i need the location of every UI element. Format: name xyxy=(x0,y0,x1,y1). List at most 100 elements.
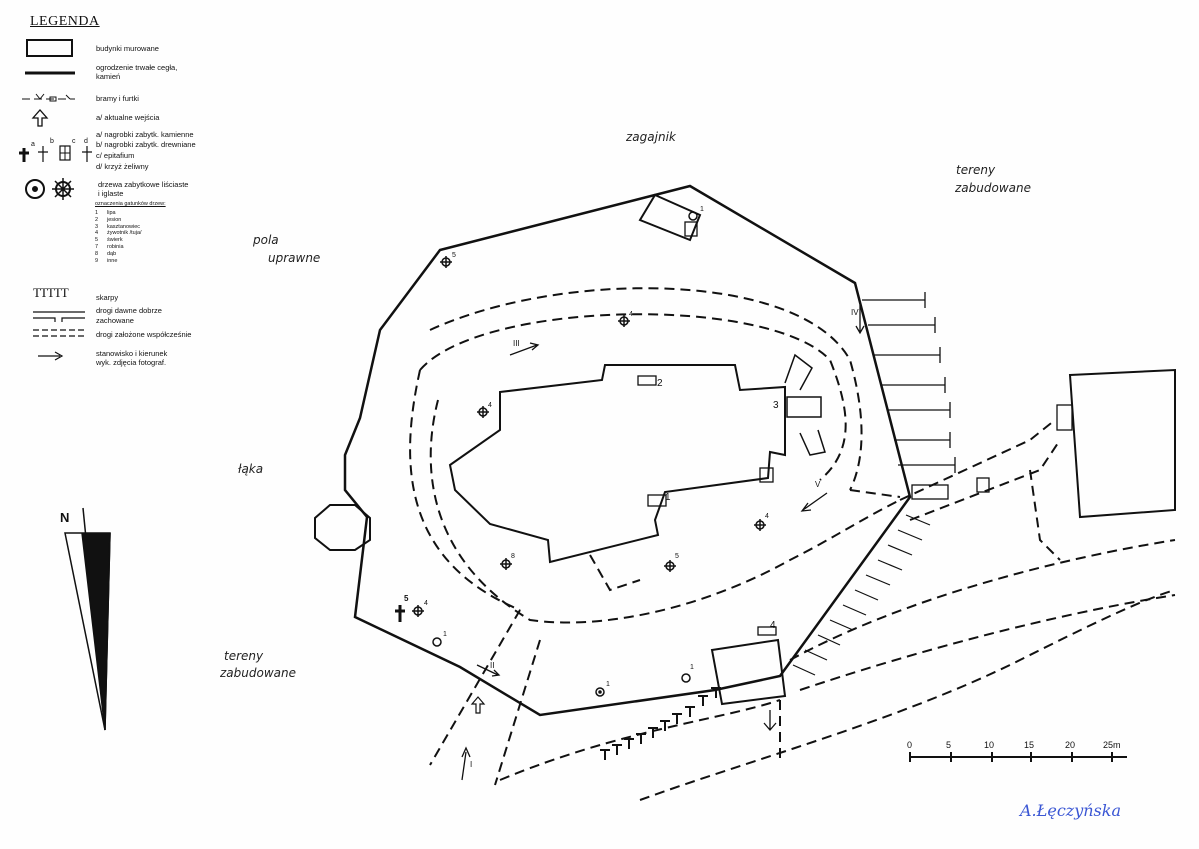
church-annex xyxy=(784,353,813,391)
photo-label: II xyxy=(490,661,495,670)
legend-escarpment: skarpy xyxy=(96,293,119,302)
label-tereny-ne-2: zabudowane xyxy=(955,181,1031,195)
label-tereny-ne-1: tereny xyxy=(956,163,996,177)
gates xyxy=(637,221,1073,636)
photo-label: IV xyxy=(851,308,859,317)
legend-trees-2: i iglaste xyxy=(98,189,124,198)
scale-label: 5 xyxy=(946,740,952,750)
photo-label: III xyxy=(513,339,520,348)
scale-label: 0 xyxy=(907,740,913,750)
escarpment-t-mark xyxy=(660,720,670,731)
north-label: N xyxy=(60,510,70,525)
gate-number: 3 xyxy=(773,400,779,411)
grave-letter-b: b xyxy=(50,138,54,145)
escarpment-t-mark xyxy=(636,733,646,744)
tree-number: 4 xyxy=(424,600,428,607)
legend-fence-2: kamień xyxy=(96,72,121,81)
legend-new-roads: drogi założone współcześnie xyxy=(96,330,192,339)
grave-number: 5 xyxy=(404,594,409,603)
escarpment-t-mark xyxy=(711,687,721,698)
legend-tree-icons xyxy=(25,178,74,200)
legend-entrance-arrow-icon xyxy=(31,109,49,127)
legend-fence-1: ogrodzenie trwałe cegła, xyxy=(96,63,178,72)
legend-graves-b: b/ nagrobki zabytk. drewniane xyxy=(96,140,196,149)
legend-photo-1: stanowisko i kierunek xyxy=(96,349,168,358)
modern-paths xyxy=(409,287,1176,801)
tree-number: 1 xyxy=(700,206,704,213)
legend-graves-c: c/ epitafium xyxy=(96,151,135,160)
escarpment-t-mark xyxy=(600,749,610,760)
gate-symbol-icon xyxy=(763,710,777,731)
label-tereny-sw-1: tereny xyxy=(224,649,264,663)
cemetery-wall xyxy=(343,184,912,717)
legend-trees-1: drzewa zabytkowe liściaste xyxy=(98,180,189,189)
east-building xyxy=(1068,368,1176,519)
scale-label: 20 xyxy=(1065,740,1076,750)
north-arrow xyxy=(64,507,111,731)
scale-bar xyxy=(909,752,1127,762)
legend-gates: bramy i furtki xyxy=(96,94,139,103)
photo-arrow-2-icon xyxy=(476,664,501,677)
label-tereny-sw-2: zabudowane xyxy=(220,666,296,680)
southeast-building xyxy=(710,638,787,706)
legend-title: LEGENDA xyxy=(30,14,100,29)
legend-entrances: a/ aktualne wejścia xyxy=(96,113,160,122)
legend-graves-d: d/ krzyż żeliwny xyxy=(96,162,149,171)
escarpment-t-mark xyxy=(648,727,658,738)
southeast-escarpment xyxy=(792,514,931,676)
gate-number: 4 xyxy=(770,620,776,631)
tree-number: 4 xyxy=(488,402,492,409)
photo-label: V xyxy=(815,480,821,489)
tree-number: 1 xyxy=(443,631,447,638)
grave-letter-d: d xyxy=(84,138,88,145)
escarpment-t-mark xyxy=(672,713,682,724)
legend-graves-a: a/ nagrobki zabytk. kamienne xyxy=(96,130,194,139)
tree-number: 5 xyxy=(452,252,456,259)
legend-grave-icons xyxy=(19,145,92,162)
gate-number: 2 xyxy=(657,378,663,389)
scale-label: 10 xyxy=(984,740,995,750)
grave-letter-c: c xyxy=(72,138,76,145)
photo-arrow-3-icon xyxy=(509,342,540,356)
scale-label: 15 xyxy=(1024,740,1035,750)
church-building xyxy=(448,364,786,564)
gate-number: 1 xyxy=(665,492,671,503)
tree-number: 1 xyxy=(606,681,610,688)
photo-arrow-5-icon xyxy=(800,492,828,512)
species-header: oznaczenia gatunków drzew: xyxy=(95,201,166,207)
legend-new-road-symbol xyxy=(33,329,85,337)
legend-building-symbol xyxy=(26,39,73,57)
tree-number: 5 xyxy=(675,553,679,560)
label-pola-1: pola xyxy=(253,233,279,247)
scale-label: 25m xyxy=(1103,740,1121,750)
east-escarpment xyxy=(862,292,956,473)
legend-photo-arrow-icon xyxy=(38,351,64,361)
tree-number: 4 xyxy=(765,513,769,520)
label-pola-2: uprawne xyxy=(268,251,321,265)
label-zagajnik: zagajnik xyxy=(626,130,676,144)
legend-old-roads-1: drogi dawne dobrze xyxy=(96,306,162,315)
tree-number: 1 xyxy=(690,664,694,671)
legend-old-road-symbol xyxy=(33,311,85,322)
grave-letter-a: a xyxy=(31,141,35,148)
escarpment-t-mark xyxy=(685,706,695,717)
photo-arrow-4-icon xyxy=(855,305,865,335)
label-laka: łąka xyxy=(238,462,264,476)
tree-number: 4 xyxy=(629,311,633,318)
entrance-arrow-icon xyxy=(470,696,486,714)
legend-escarpment-symbol-text: TTTTT xyxy=(33,285,69,300)
legend-photo-2: wyk. zdjęcia fotograf. xyxy=(96,358,167,367)
escarpment-t-mark xyxy=(624,738,634,749)
escarpment-t-mark xyxy=(698,695,708,706)
north-building xyxy=(638,193,702,242)
